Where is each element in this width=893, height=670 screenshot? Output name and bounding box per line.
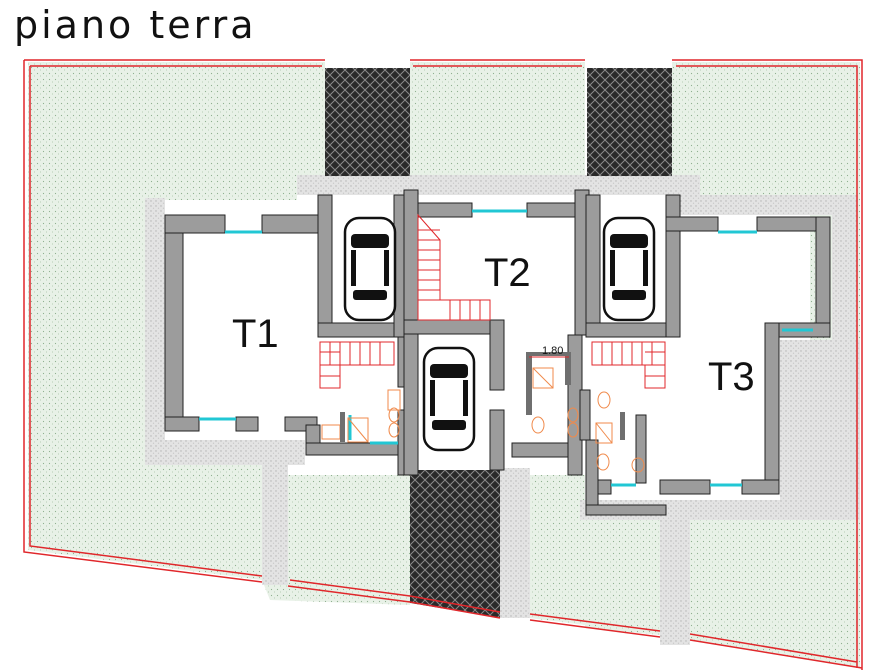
bathroom-fixtures <box>321 367 645 473</box>
dimension-line: 1.80 <box>529 345 569 358</box>
unit-label-t3: T3 <box>708 355 755 399</box>
windows <box>199 209 813 487</box>
car-icon-t2 <box>422 346 476 452</box>
unit-label-t2: T2 <box>484 251 531 295</box>
property-boundary <box>23 59 863 670</box>
building-walls <box>164 189 831 516</box>
dimension-label: 1.80 <box>542 345 563 357</box>
paved-walkway <box>145 175 860 645</box>
stairs <box>319 213 666 389</box>
driveway <box>325 68 672 618</box>
unit-label-t1: T1 <box>232 312 279 356</box>
partitions <box>340 352 625 442</box>
car-icon-t1 <box>343 216 397 322</box>
car-icon-t3 <box>602 216 656 322</box>
drawing-title: piano terra <box>14 3 257 47</box>
